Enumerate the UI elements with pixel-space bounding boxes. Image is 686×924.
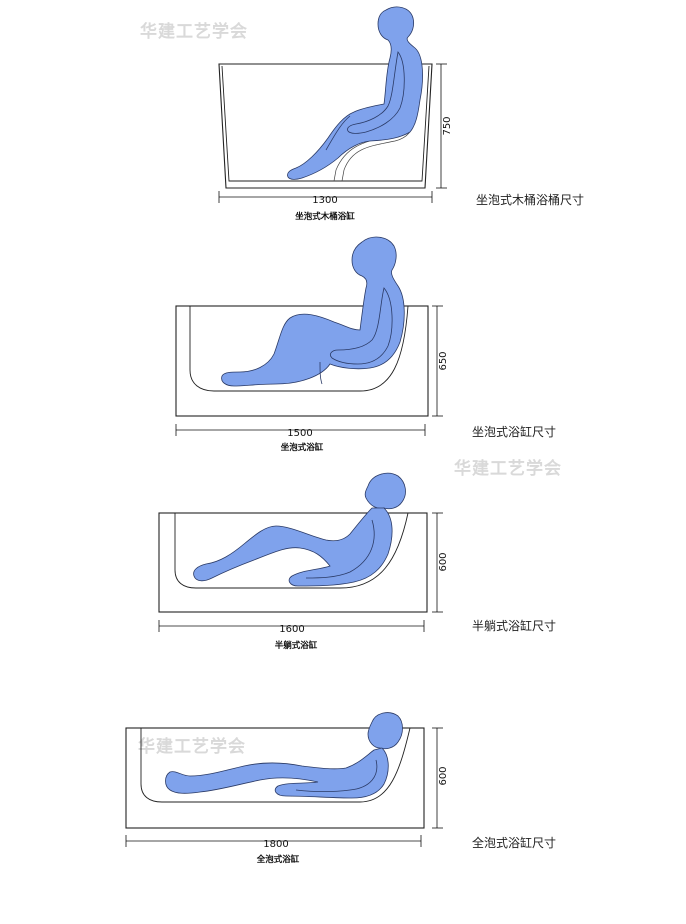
tub-4-person bbox=[165, 712, 403, 799]
tub-1-outline bbox=[218, 63, 433, 189]
tub-3-person-head bbox=[364, 472, 406, 510]
tub-1-person-arm bbox=[347, 51, 405, 134]
tub-4-width-value: 1800 bbox=[263, 839, 288, 850]
tub-3-height-dimension: 600 bbox=[432, 512, 449, 613]
tub-4-person-body bbox=[165, 747, 389, 799]
tub-2-outline bbox=[175, 305, 429, 417]
watermark-1: 华建工艺学会 bbox=[140, 21, 248, 42]
tub-2-width-dimension: 1500 bbox=[175, 424, 426, 439]
tub-1-height-value: 750 bbox=[442, 116, 453, 135]
watermark-2: 华建工艺学会 bbox=[454, 458, 562, 479]
tub-4-caption: 全泡式浴缸 bbox=[256, 854, 300, 865]
tub-3-width-value: 1600 bbox=[279, 624, 304, 635]
tub-4-width-dimension: 1800 bbox=[125, 835, 422, 850]
tub-1-width-value: 1300 bbox=[312, 195, 337, 206]
tub-1-height-dimension: 750 bbox=[436, 63, 453, 189]
tub-1-person-leg-line bbox=[325, 115, 351, 151]
tub-3-caption: 半躺式浴缸 bbox=[275, 640, 318, 651]
tub-3-person-body bbox=[193, 507, 393, 587]
tub-3-height-value: 600 bbox=[438, 552, 449, 571]
tub-4-group: 1800 600 全泡式浴缸 全泡式浴缸尺寸 bbox=[125, 712, 556, 865]
tub-3-inner-wall bbox=[174, 512, 409, 589]
tub-2-group: 1500 650 坐泡式浴缸 坐泡式浴缸尺寸 bbox=[175, 236, 556, 453]
tub-4-person-arm-line bbox=[295, 759, 378, 792]
tub-2-person-leg-line bbox=[319, 361, 323, 385]
tub-2-side-label: 坐泡式浴缸尺寸 bbox=[472, 424, 556, 439]
tub-4-person-head bbox=[367, 712, 403, 750]
tub-1-side-label: 坐泡式木桶浴桶尺寸 bbox=[476, 192, 584, 207]
tub-3-person bbox=[193, 472, 406, 587]
watermark-3: 华建工艺学会 bbox=[138, 736, 246, 757]
tub-4-height-dimension: 600 bbox=[432, 727, 449, 829]
tub-2-caption: 坐泡式浴缸 bbox=[281, 442, 324, 453]
tub-2-person bbox=[221, 236, 405, 387]
tub-3-person-arm-line bbox=[305, 519, 375, 579]
tub-1-person bbox=[287, 6, 423, 180]
tub-3-outline bbox=[158, 512, 428, 613]
tub-2-height-value: 650 bbox=[438, 351, 449, 370]
tub-2-inner-wall bbox=[189, 305, 409, 392]
tub-1-inner-wall bbox=[221, 65, 430, 182]
tub-3-group: 1600 600 半躺式浴缸 半躺式浴缸尺寸 bbox=[158, 472, 556, 651]
tub-1-width-dimension: 1300 bbox=[218, 191, 433, 206]
tub-2-width-value: 1500 bbox=[287, 428, 312, 439]
tub-4-outline bbox=[125, 727, 425, 829]
tub-2-height-dimension: 650 bbox=[432, 305, 449, 417]
tub-2-person-arm bbox=[330, 287, 393, 365]
tub-4-inner-wall bbox=[140, 727, 411, 803]
tub-3-side-label: 半躺式浴缸尺寸 bbox=[472, 618, 556, 633]
tub-4-height-value: 600 bbox=[438, 766, 449, 785]
tub-3-width-dimension: 1600 bbox=[158, 620, 425, 635]
tub-2-person-body bbox=[221, 236, 405, 387]
tub-1-group: 1300 750 坐泡式木桶浴缸 坐泡式木桶浴桶尺寸 bbox=[218, 6, 584, 222]
tub-1-person-body bbox=[287, 6, 423, 180]
tub-1-caption: 坐泡式木桶浴缸 bbox=[295, 211, 355, 222]
tub-4-side-label: 全泡式浴缸尺寸 bbox=[472, 835, 556, 850]
